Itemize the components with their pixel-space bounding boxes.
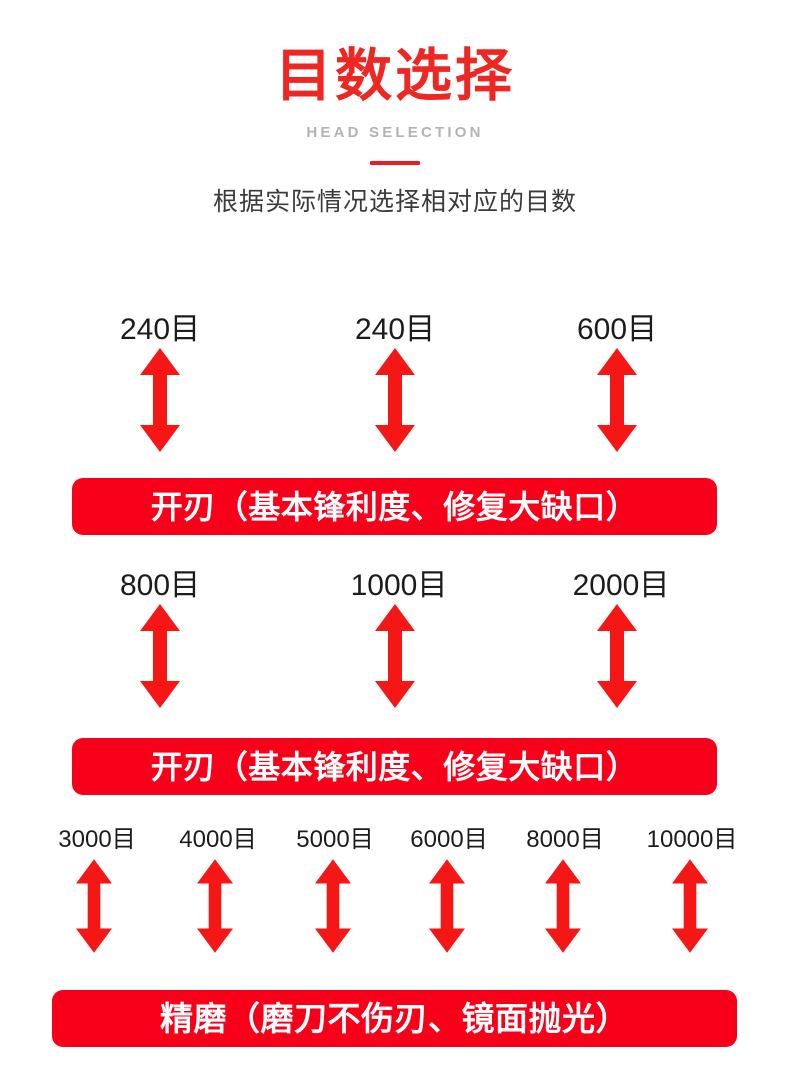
stage-banner-2-text: 开刃（基本锋利度、修复大缺口） bbox=[150, 748, 639, 785]
grit-arrow bbox=[76, 856, 112, 961]
double-arrow-icon bbox=[375, 604, 415, 708]
stage-banner-2[interactable]: 开刃（基本锋利度、修复大缺口） bbox=[72, 738, 717, 795]
grit-arrow bbox=[140, 604, 180, 713]
header-block: 目数选择 HEAD SELECTION 根据实际情况选择相对应的目数 bbox=[0, 0, 790, 218]
grit-label: 4000目 bbox=[179, 826, 257, 853]
grit-label: 8000目 bbox=[526, 826, 604, 853]
grit-arrow bbox=[672, 856, 708, 961]
grit-label: 5000目 bbox=[296, 826, 374, 853]
stage-banner-3[interactable]: 精磨（磨刀不伤刃、镜面抛光） bbox=[52, 990, 737, 1047]
grit-label: 600目 bbox=[576, 313, 658, 346]
arrow-row-1 bbox=[0, 348, 790, 456]
grit-label: 2000目 bbox=[572, 569, 670, 602]
grit-label: 10000目 bbox=[646, 826, 738, 853]
grit-arrow bbox=[140, 348, 180, 457]
grit-group-2: 800目 1000目 2000目 bbox=[0, 568, 790, 712]
stage-banner-1[interactable]: 开刃（基本锋利度、修复大缺口） bbox=[72, 478, 717, 535]
grit-label: 6000目 bbox=[410, 826, 488, 853]
grit-label: 800目 bbox=[119, 569, 201, 602]
double-arrow-icon bbox=[315, 859, 351, 953]
subtitle-english: HEAD SELECTION bbox=[306, 123, 484, 141]
grit-label-row-2: 800目 1000目 2000目 bbox=[0, 568, 790, 604]
grit-arrow bbox=[429, 856, 465, 961]
grit-label: 240目 bbox=[119, 313, 201, 346]
arrow-row-2 bbox=[0, 604, 790, 712]
page-title: 目数选择 bbox=[275, 44, 515, 108]
grit-label-row-3: 3000目 4000目 5000目 6000目 8000目 10000目 bbox=[0, 822, 790, 856]
grit-label: 240目 bbox=[354, 313, 436, 346]
grit-arrow bbox=[375, 604, 415, 713]
double-arrow-icon bbox=[597, 604, 637, 708]
grit-arrow bbox=[597, 348, 637, 457]
arrow-row-3 bbox=[0, 856, 790, 960]
grit-arrow bbox=[375, 348, 415, 457]
stage-banner-1-text: 开刃（基本锋利度、修复大缺口） bbox=[150, 488, 639, 525]
double-arrow-icon bbox=[597, 348, 637, 452]
grit-arrow bbox=[315, 856, 351, 961]
double-arrow-icon bbox=[140, 604, 180, 708]
grit-label-row-1: 240目 240目 600目 bbox=[0, 312, 790, 348]
title-divider bbox=[370, 160, 420, 165]
double-arrow-icon bbox=[76, 859, 112, 953]
grit-label: 1000目 bbox=[350, 569, 448, 602]
double-arrow-icon bbox=[545, 859, 581, 953]
subtitle-chinese: 根据实际情况选择相对应的目数 bbox=[212, 187, 577, 216]
stage-banner-3-text: 精磨（磨刀不伤刃、镜面抛光） bbox=[160, 1000, 629, 1037]
grit-group-3: 3000目 4000目 5000目 6000目 8000目 10000目 bbox=[0, 822, 790, 960]
grit-label: 3000目 bbox=[58, 826, 136, 853]
double-arrow-icon bbox=[197, 859, 233, 953]
grit-group-1: 240目 240目 600目 bbox=[0, 312, 790, 456]
double-arrow-icon bbox=[375, 348, 415, 452]
double-arrow-icon bbox=[429, 859, 465, 953]
grit-arrow bbox=[597, 604, 637, 713]
double-arrow-icon bbox=[672, 859, 708, 953]
grit-arrow bbox=[197, 856, 233, 961]
grit-arrow bbox=[545, 856, 581, 961]
double-arrow-icon bbox=[140, 348, 180, 452]
